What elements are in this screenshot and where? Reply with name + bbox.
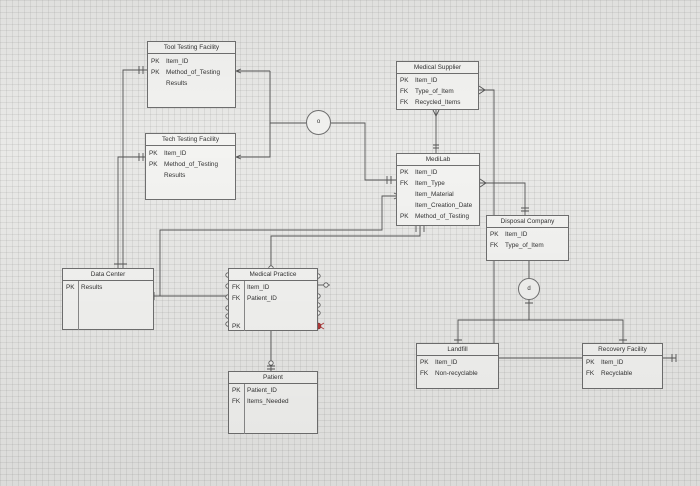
attribute: Item_ID (435, 359, 458, 366)
key-label: FK (420, 370, 429, 377)
key-label: PK (66, 284, 75, 291)
overlap-circle[interactable]: o (306, 110, 331, 135)
attribute: Method_of_Testing (164, 161, 219, 168)
entity-title: Tech Testing Facility (146, 134, 235, 146)
entity-patient[interactable]: Patient PK Patient_ID FK Items_Needed (228, 371, 318, 434)
entity-title: MediLab (397, 154, 479, 166)
key-label: PK (149, 150, 158, 157)
attribute: Item_ID (415, 169, 438, 176)
line-disjoint-branch (457, 299, 530, 343)
attribute: Recycled_Items (415, 99, 461, 106)
key-label: FK (232, 398, 241, 405)
entity-recovery-facility[interactable]: Recovery Facility PK Item_ID FK Recyclable (582, 343, 663, 389)
entity-medical-supplier[interactable]: Medical Supplier PK Item_ID FK Type_of_Ite… (396, 61, 479, 110)
entity-medilab[interactable]: MediLab PK Item_ID FK Item_Type Item_Mater… (396, 153, 480, 226)
attribute: Item_ID (247, 284, 270, 291)
key-label: PK (149, 161, 158, 168)
line-overlap-medilab (331, 122, 396, 181)
key-label: PK (151, 69, 160, 76)
entity-title: Disposal Company (487, 216, 568, 228)
attribute: Results (166, 80, 188, 87)
key-label: FK (586, 370, 595, 377)
attribute: Non-recyclable (435, 370, 478, 377)
attribute: Item_ID (601, 359, 624, 366)
attribute: Item_ID (505, 231, 528, 238)
line-medilab-disposal (480, 182, 526, 215)
disjoint-circle[interactable]: d (518, 278, 540, 300)
attribute: Item_Creation_Date (415, 202, 473, 209)
attribute: Patient_ID (247, 295, 277, 302)
attribute: Type_of_Item (415, 88, 454, 95)
attribute: Items_Needed (247, 398, 289, 405)
key-label: PK (490, 231, 499, 238)
key-label: PK (400, 213, 409, 220)
entity-title: Medical Supplier (397, 62, 478, 74)
attribute: Item_ID (166, 58, 189, 65)
attribute: Type_of_Item (505, 242, 544, 249)
attribute: Recyclable (601, 370, 633, 377)
attribute: Results (164, 172, 186, 179)
key-label: PK (400, 77, 409, 84)
key-label: PK (420, 359, 429, 366)
key-label: FK (490, 242, 499, 249)
entity-title: Landfill (417, 344, 498, 356)
key-label: FK (400, 88, 409, 95)
key-label: FK (400, 180, 409, 187)
disjoint-symbol: d (527, 286, 531, 292)
key-label: PK (586, 359, 595, 366)
attribute: Item_ID (415, 77, 438, 84)
entity-disposal-company[interactable]: Disposal Company PK Item_ID FK Type_of_Ite… (486, 215, 569, 261)
entity-tool-testing-facility[interactable]: Tool Testing Facility PK Item_ID PK Method… (147, 41, 236, 108)
attribute: Item_Type (415, 180, 445, 187)
line-datacenter-tooltesting (122, 69, 147, 268)
line-overlap-tech (236, 123, 271, 158)
key-label: FK (400, 99, 409, 106)
line-overlap-tool (269, 71, 306, 124)
entity-title: Medical Practice (229, 269, 317, 281)
key-label: PK (232, 387, 241, 394)
key-label: FK (232, 284, 241, 291)
attribute: Patient_ID (247, 387, 277, 394)
entity-data-center[interactable]: Data Center PK Results (62, 268, 154, 330)
key-label: PK (232, 323, 241, 330)
entity-landfill[interactable]: Landfill PK Item_ID FK Non-recyclable (416, 343, 499, 389)
line-medilab-practice (270, 226, 421, 272)
attribute: Results (81, 284, 103, 291)
attribute: Method_of_Testing (415, 213, 470, 220)
line-datacenter-techtesting (117, 156, 147, 268)
entity-title: Tool Testing Facility (148, 42, 235, 54)
attribute: Method_of_Testing (166, 69, 221, 76)
entity-title: Data Center (63, 269, 153, 281)
attribute: Item_Material (415, 191, 454, 198)
overlap-symbol: o (316, 119, 321, 125)
entity-tech-testing-facility[interactable]: Tech Testing Facility PK Item_ID PK Method… (145, 133, 236, 200)
key-label: PK (400, 169, 409, 176)
key-label: FK (232, 295, 241, 302)
entity-title: Recovery Facility (583, 344, 662, 356)
key-label: PK (151, 58, 160, 65)
attribute: Item_ID (164, 150, 187, 157)
entity-title: Patient (229, 372, 317, 384)
